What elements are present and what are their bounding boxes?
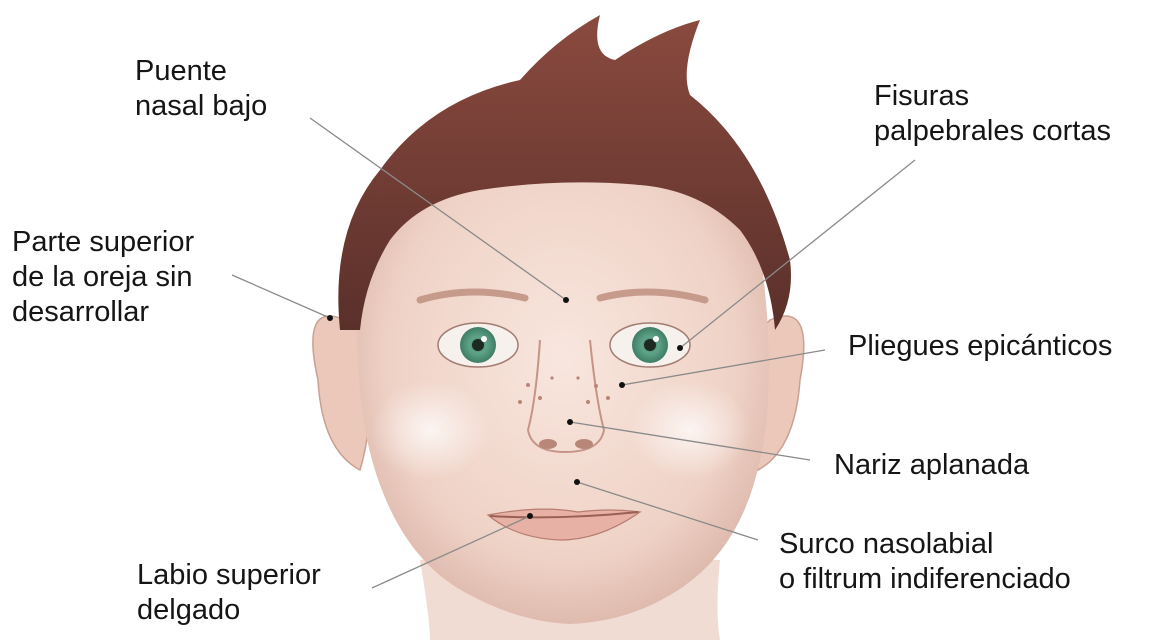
label-puente-nasal-bajo: Puente nasal bajo	[135, 54, 267, 124]
label-fisuras-palpebrales: Fisuras palpebrales cortas	[874, 79, 1111, 149]
label-pliegues-epicanticos: Pliegues epicánticos	[848, 329, 1112, 364]
label-nariz-aplanada: Nariz aplanada	[834, 448, 1029, 483]
label-parte-superior-oreja: Parte superior de la oreja sin desarroll…	[12, 225, 194, 330]
label-surco-nasolabial: Surco nasolabial o filtrum indiferenciad…	[779, 527, 1071, 597]
label-labio-superior: Labio superior delgado	[137, 558, 321, 628]
